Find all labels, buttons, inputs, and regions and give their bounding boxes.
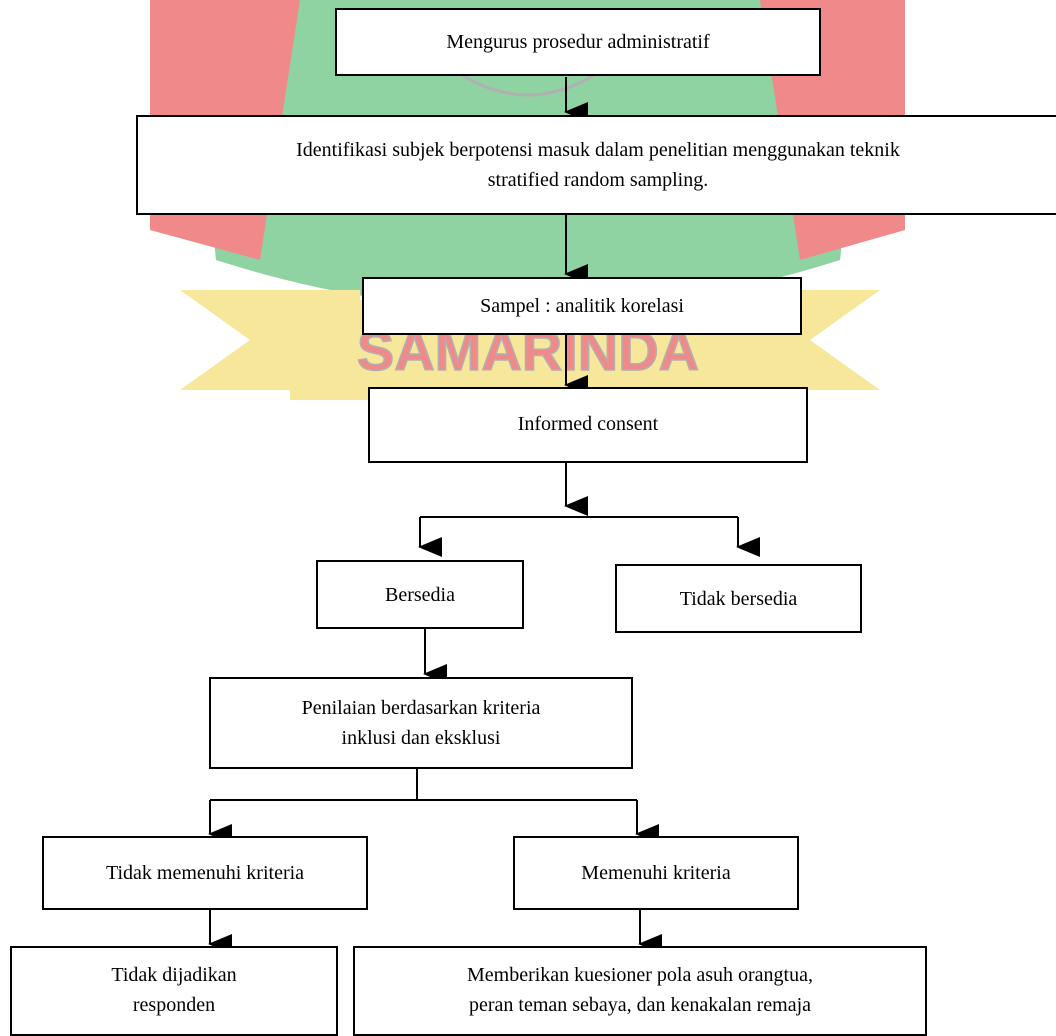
option-bersedia: Bersedia xyxy=(316,560,524,629)
option-tidak-bersedia-label: Tidak bersedia xyxy=(679,587,798,610)
step-penilaian-line2: inklusi dan eksklusi xyxy=(341,727,501,749)
step-administratif: Mengurus prosedur administratif xyxy=(335,8,821,76)
step-identifikasi: Identifikasi subjek berpotensi masuk dal… xyxy=(136,115,1056,215)
step-administratif-label: Mengurus prosedur administratif xyxy=(446,31,710,53)
step-identifikasi-line2: stratified random sampling. xyxy=(487,169,709,191)
outcome-tidak-memenuhi-label: Tidak memenuhi kriteria xyxy=(105,862,305,884)
step-informed-consent-label: Informed consent xyxy=(517,413,659,435)
result-memberikan-kuesioner: Memberikan kuesioner pola asuh orangtua,… xyxy=(353,946,927,1036)
result-tidak-dijadikan: Tidak dijadikan responden xyxy=(10,946,338,1036)
step-sampel: Sampel : analitik korelasi xyxy=(362,277,802,335)
step-penilaian-line1: Penilaian berdasarkan kriteria xyxy=(301,697,541,719)
option-tidak-bersedia: Tidak bersedia xyxy=(615,564,862,633)
outcome-tidak-memenuhi: Tidak memenuhi kriteria xyxy=(42,836,368,910)
step-identifikasi-line1: Identifikasi subjek berpotensi masuk dal… xyxy=(296,139,900,161)
result-memberikan-line2: peran teman sebaya, dan kenakalan remaja xyxy=(468,994,812,1016)
step-sampel-label: Sampel : analitik korelasi xyxy=(480,295,684,317)
step-informed-consent: Informed consent xyxy=(368,387,808,463)
option-bersedia-label: Bersedia xyxy=(385,583,455,606)
result-tidak-dijadikan-line1: Tidak dijadikan xyxy=(111,964,237,986)
outcome-memenuhi-label: Memenuhi kriteria xyxy=(581,862,731,884)
step-penilaian: Penilaian berdasarkan kriteria inklusi d… xyxy=(209,677,633,769)
result-tidak-dijadikan-line2: responden xyxy=(132,994,216,1016)
outcome-memenuhi: Memenuhi kriteria xyxy=(513,836,799,910)
result-memberikan-line1: Memberikan kuesioner pola asuh orangtua, xyxy=(466,964,813,986)
